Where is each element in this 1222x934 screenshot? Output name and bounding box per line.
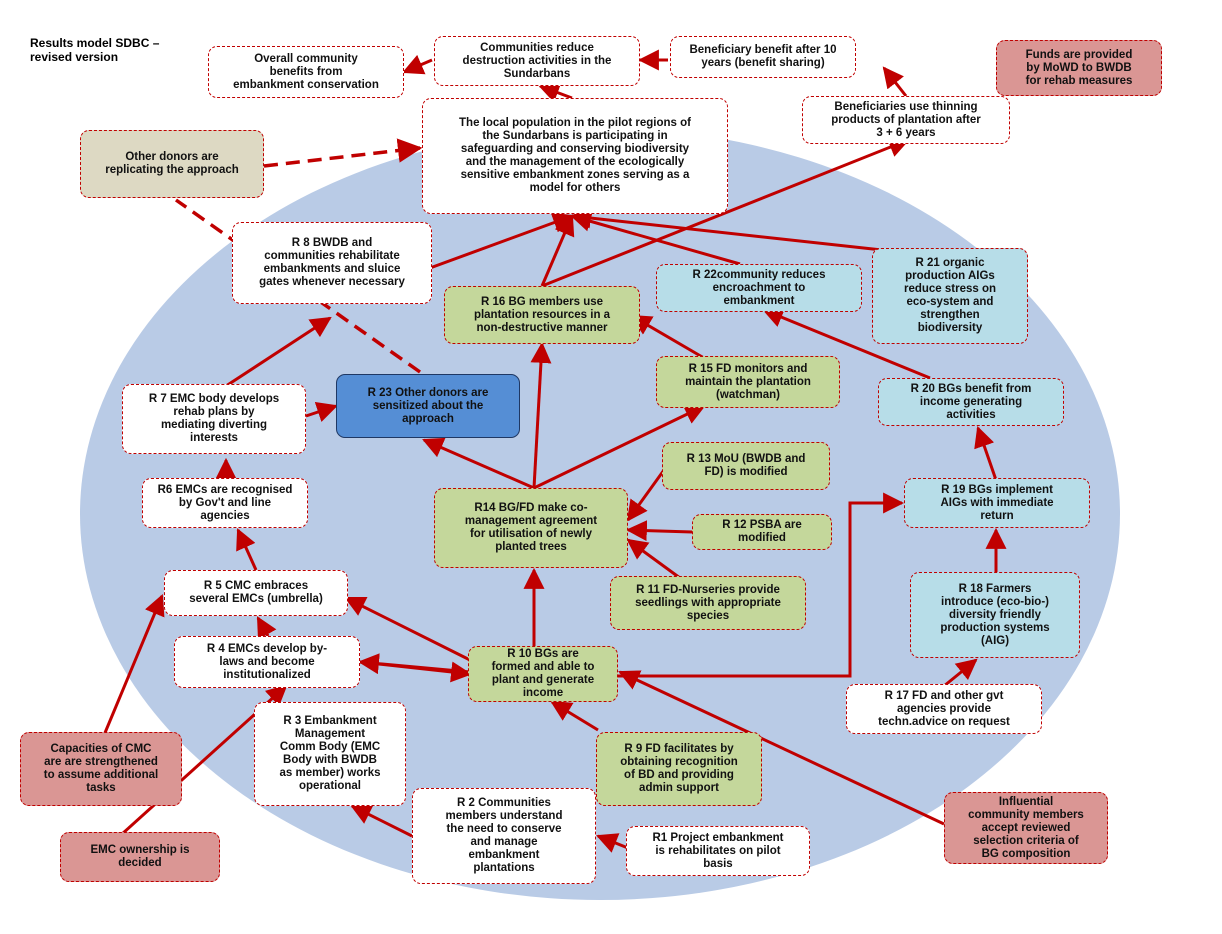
- node-r13: R 13 MoU (BWDB and FD) is modified: [662, 442, 830, 490]
- arrow-r15-to-r16: [630, 314, 705, 360]
- arrow-r2-to-r3: [350, 804, 413, 838]
- node-r8: R 8 BWDB and communities rehabilitate em…: [232, 222, 432, 304]
- arrow-r16-to-goal: [540, 214, 575, 287]
- node-r15: R 15 FD monitors and maintain the planta…: [656, 356, 840, 408]
- arrow-capacities-to-r5: [100, 594, 165, 741]
- node-goal: The local population in the pilot region…: [422, 98, 728, 214]
- node-capacities: Capacities of CMC are are strengthened t…: [20, 732, 182, 806]
- node-r20: R 20 BGs benefit from income generating …: [878, 378, 1064, 426]
- arrow-r21-to-goal: [569, 207, 883, 252]
- arrow-thinning-to-benefit: [882, 66, 908, 97]
- node-r5: R 5 CMC embraces several EMCs (umbrella): [164, 570, 348, 616]
- node-r18: R 18 Farmers introduce (eco-bio-) divers…: [910, 572, 1080, 658]
- page-title: Results model SDBC – revised version: [30, 36, 160, 64]
- arrow-r13-to-r14: [626, 469, 666, 522]
- dashed-arrow-donors-to-goal: [263, 138, 423, 168]
- dashed-line-r23-to-donors: [174, 198, 422, 374]
- node-r21: R 21 organic production AIGs reduce stre…: [872, 248, 1028, 344]
- node-r14: R14 BG/FD make co- management agreement …: [434, 488, 628, 568]
- node-overall-benefits: Overall community benefits from embankme…: [208, 46, 404, 98]
- node-reduce-destruction: Communities reduce destruction activitie…: [434, 36, 640, 86]
- arrow-r17-to-r18: [943, 658, 978, 688]
- arrow-goal-to-destruction: [538, 82, 573, 103]
- arrow-r4-to-r5: [256, 616, 277, 640]
- node-r23: R 23 Other donors are sensitized about t…: [336, 374, 520, 438]
- arrow-r14-to-r16: [530, 341, 552, 489]
- arrow-r4-to-r10: [359, 660, 473, 683]
- arrow-r19-to-r20: [974, 426, 998, 481]
- arrow-r10-to-r19: [618, 492, 905, 678]
- node-r11: R 11 FD-Nurseries provide seedlings with…: [610, 576, 806, 630]
- node-r4: R 4 EMCs develop by- laws and become ins…: [174, 636, 360, 688]
- arrow-r10-to-r5: [344, 596, 471, 662]
- arrow-destruction-to-overall: [402, 54, 433, 75]
- arrow-r11-to-r14: [626, 538, 681, 580]
- node-r6: R6 EMCs are recognised by Gov't and line…: [142, 478, 308, 528]
- node-r16: R 16 BG members use plantation resources…: [444, 286, 640, 344]
- node-r12: R 12 PSBA are modified: [692, 514, 832, 550]
- arrow-r14-to-r15: [533, 404, 706, 490]
- node-influential: Influential community members accept rev…: [944, 792, 1108, 864]
- arrow-r12-to-r14: [625, 520, 693, 542]
- node-thinning: Beneficiaries use thinning products of p…: [802, 96, 1010, 144]
- node-r1: R1 Project embankment is rehabilitates o…: [626, 826, 810, 876]
- arrow-r1-to-r2: [596, 833, 629, 853]
- arrow-r16-to-thinning: [541, 137, 910, 288]
- node-r9: R 9 FD facilitates by obtaining recognit…: [596, 732, 762, 806]
- arrow-r5-to-r6: [236, 528, 258, 571]
- arrow-r14-to-r23: [422, 437, 535, 490]
- node-r19: R 19 BGs implement AIGs with immediate r…: [904, 478, 1090, 528]
- arrow-r8-to-goal: [429, 212, 574, 270]
- node-r7: R 7 EMC body develops rehab plans by med…: [122, 384, 306, 454]
- node-r3: R 3 Embankment Management Comm Body (EMC…: [254, 702, 406, 806]
- arrow-r9-to-r10: [550, 700, 599, 732]
- node-funds: Funds are provided by MoWD to BWDB for r…: [996, 40, 1162, 96]
- arrow-influential-to-r10: [618, 670, 945, 826]
- node-other-donors-replicating: Other donors are replicating the approac…: [80, 130, 264, 198]
- node-beneficiary-benefit: Beneficiary benefit after 10 years (bene…: [670, 36, 856, 78]
- arrow-r22-to-goal: [569, 211, 741, 266]
- node-r2: R 2 Communities members understand the n…: [412, 788, 596, 884]
- arrow-r7-to-r8: [225, 316, 332, 388]
- node-r10: R 10 BGs are formed and able to plant an…: [468, 646, 618, 702]
- node-emc-ownership: EMC ownership is decided: [60, 832, 220, 882]
- arrow-r7-to-r23: [305, 402, 338, 422]
- arrow-r20-to-r22: [762, 307, 931, 380]
- node-r22: R 22community reduces encroachment to em…: [656, 264, 862, 312]
- node-r17: R 17 FD and other gvt agencies provide t…: [846, 684, 1042, 734]
